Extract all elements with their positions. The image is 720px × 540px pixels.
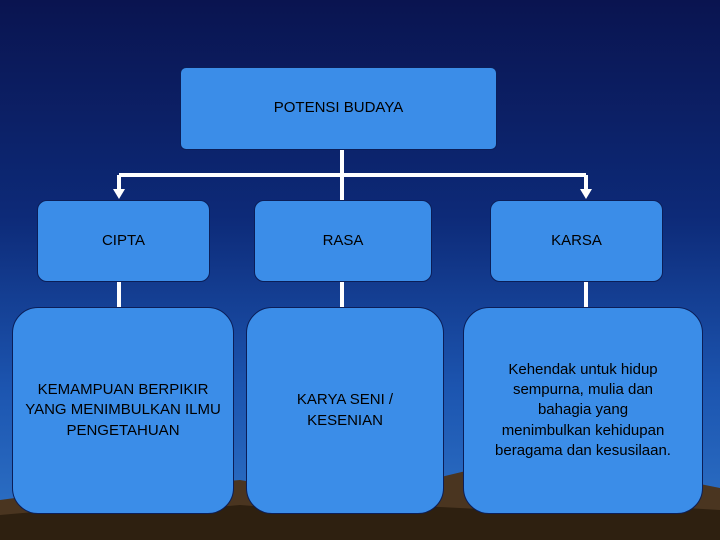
description-node-karsa: Kehendak untuk hidup sempurna, mulia dan… bbox=[463, 307, 703, 514]
category-node-rasa: RASA bbox=[254, 200, 432, 282]
category-label-rasa: RASA bbox=[322, 231, 364, 249]
category-label-karsa: KARSA bbox=[551, 231, 602, 249]
category-node-cipta: CIPTA bbox=[37, 200, 210, 282]
description-text-cipta: KEMAMPUAN BERPIKIR YANG MENIMBULKAN ILMU… bbox=[25, 381, 221, 439]
arrowhead-cipta bbox=[113, 189, 125, 199]
description-node-cipta: KEMAMPUAN BERPIKIR YANG MENIMBULKAN ILMU… bbox=[12, 307, 234, 514]
arrowhead-karsa bbox=[580, 189, 592, 199]
description-text-rasa: KARYA SENI / KESENIAN bbox=[296, 391, 394, 429]
root-node-potensi-budaya: POTENSI BUDAYA bbox=[180, 67, 497, 150]
root-node-label: POTENSI BUDAYA bbox=[273, 99, 404, 117]
description-node-rasa: KARYA SENI / KESENIAN bbox=[246, 307, 444, 514]
category-label-cipta: CIPTA bbox=[101, 231, 146, 249]
category-node-karsa: KARSA bbox=[490, 200, 663, 282]
description-text-karsa: Kehendak untuk hidup sempurna, mulia dan… bbox=[495, 360, 671, 459]
